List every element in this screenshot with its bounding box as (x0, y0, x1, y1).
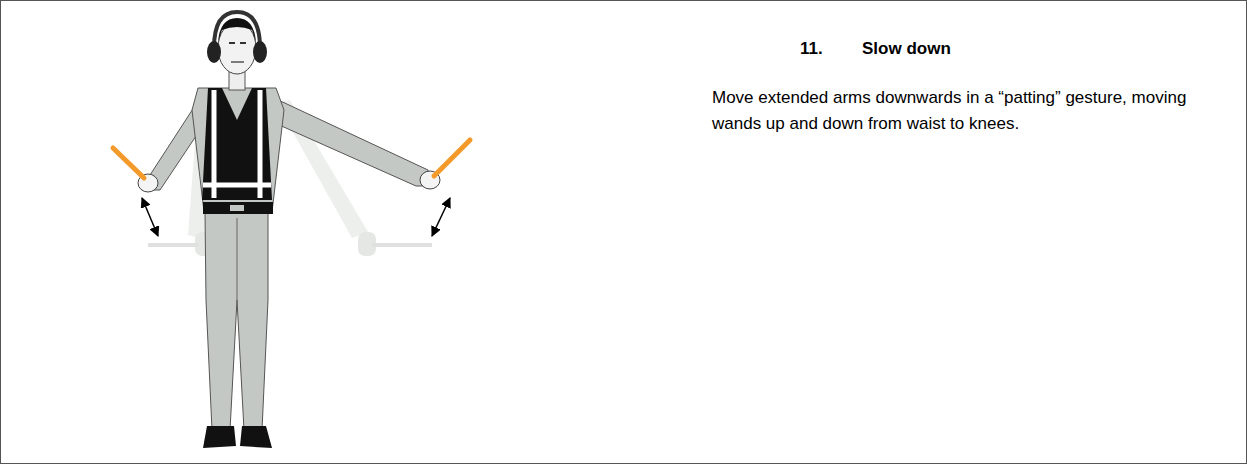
signal-title: Slow down (862, 39, 951, 59)
motion-arrow (432, 198, 450, 236)
motion-arrow (142, 198, 158, 236)
marshaller-illustration (0, 0, 480, 464)
callout-number: 11. (800, 39, 823, 59)
description-text: Move extended arms downwards in a “patti… (712, 85, 1232, 137)
